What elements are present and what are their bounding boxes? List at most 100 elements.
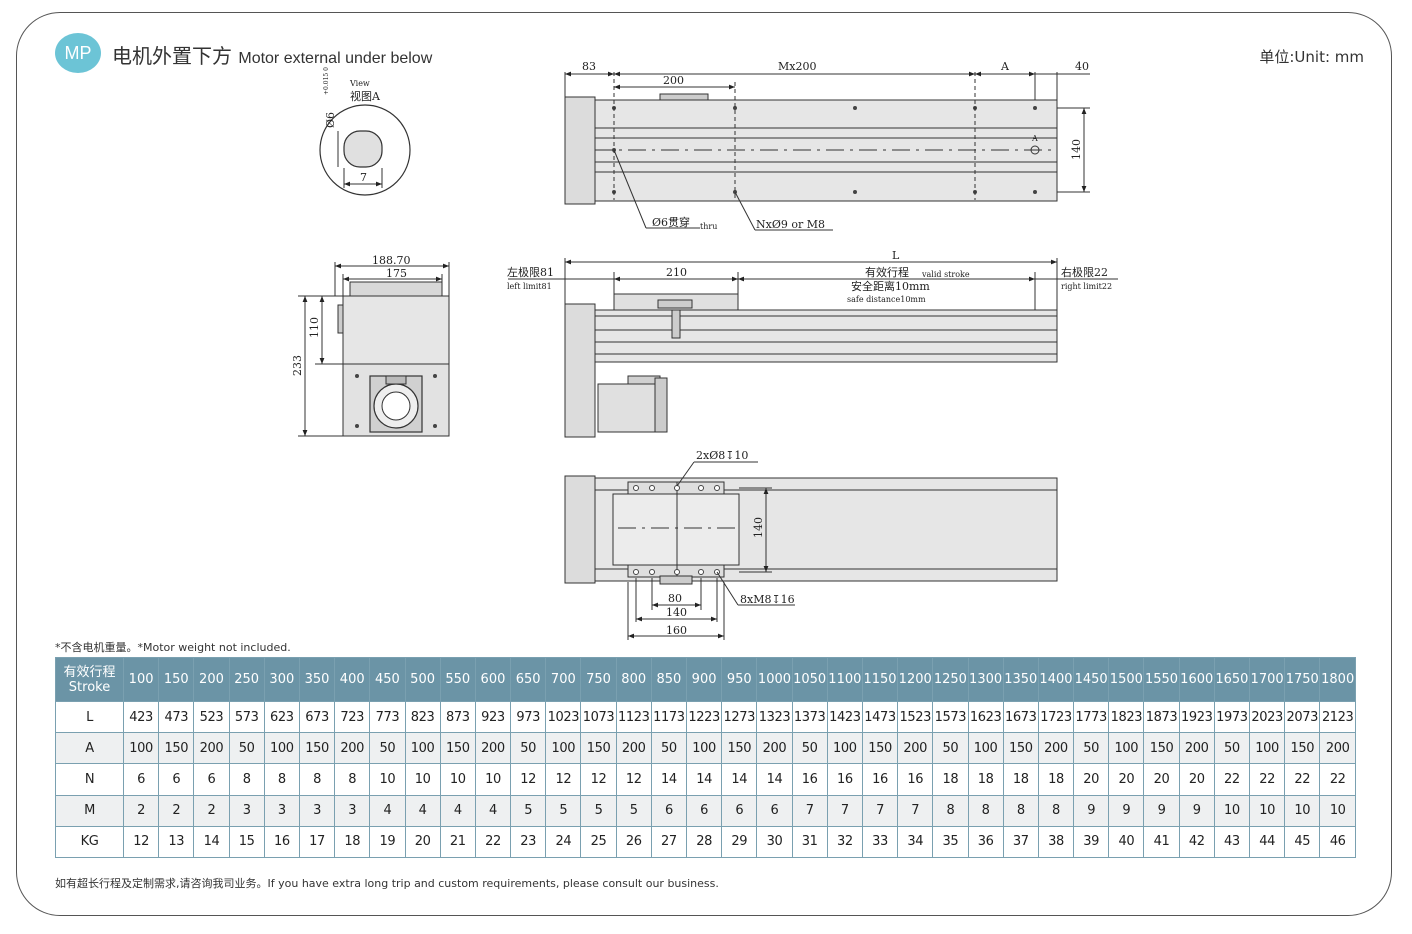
unit-label: 单位:Unit: mm [1259,48,1364,66]
table-cell: 1323 [756,700,793,734]
dim-233: 233 [291,355,304,376]
end-view [298,262,450,437]
table-cell: 23 [510,825,547,859]
side-view [508,258,1118,438]
table-cell: 43 [1213,825,1251,859]
table-cell: 2123 [1319,700,1356,734]
table-cell: 12 [545,763,582,796]
table-cell: 573 [228,700,265,734]
table-cell: 22 [1284,763,1321,796]
table-cell: 20 [1178,763,1215,796]
table-cell: 1973 [1213,700,1251,734]
table-cell: 14 [685,763,723,796]
table-cell: 200 [897,732,934,765]
dim-a: A [1000,60,1010,73]
table-cell: 6 [721,794,758,827]
table-cell: 46 [1319,825,1356,859]
right-limit-cn: 右极限22 [1061,265,1108,279]
table-cell: 14 [193,825,230,859]
stroke-header-cell: 750 [580,657,617,702]
table-cell: 100 [1108,732,1145,765]
table-cell: 50 [650,732,688,765]
table-cell: 42 [1178,825,1215,859]
table-cell: 923 [474,700,512,734]
dim-l: L [892,249,900,262]
table-cell: 50 [1213,732,1251,765]
stroke-header-cell: 1500 [1108,657,1145,702]
top-view [564,71,1090,231]
table-cell: 33 [861,825,899,859]
dim-83: 83 [582,60,596,73]
table-cell: 36 [967,825,1004,859]
table-cell: 22 [1213,763,1251,796]
table-cell: 150 [580,732,617,765]
stroke-header-cell: 850 [650,657,688,702]
table-cell: 3 [334,794,371,827]
page-frame [16,12,1392,916]
table-cell: 1773 [1073,700,1110,734]
technical-drawing: View 视图A Ø6 +0.015 0 7 83 200 Mx200 A 40… [291,60,1118,640]
stroke-header-cell: 1300 [967,657,1004,702]
table-cell: 3 [298,794,336,827]
stroke-header-cell: 1250 [932,657,969,702]
table-cell: 423 [122,700,160,734]
dim-140-carriage: 140 [752,517,765,538]
table-cell: 6 [193,763,230,796]
view-a-tol: +0.015 0 [323,67,330,95]
table-cell: 473 [158,700,195,734]
table-cell: 1523 [897,700,934,734]
dim-40: 40 [1075,60,1089,73]
table-cell: 20 [1108,763,1145,796]
stroke-header-cell: 700 [545,657,582,702]
table-cell: 4 [404,794,441,827]
dim-160: 160 [666,624,687,637]
table-cell: 9 [1108,794,1145,827]
table-cell: 8 [932,794,969,827]
table-cell: 12 [580,763,617,796]
table-cell: 8 [298,763,336,796]
table-cell: 28 [685,825,723,859]
table-cell: 10 [1284,794,1321,827]
table-cell: 7 [861,794,899,827]
safe-en: safe distance10mm [847,295,926,304]
stroke-header-cell: 1050 [791,657,828,702]
table-cell: 200 [193,732,230,765]
stroke-en: valid stroke [921,270,970,279]
table-cell: 150 [298,732,336,765]
table-cell: 1673 [1002,700,1039,734]
table-cell: 6 [122,763,160,796]
left-limit-en: left limit81 [507,282,552,291]
table-cell: 7 [826,794,863,827]
table-cell: 40 [1108,825,1145,859]
table-cell: 41 [1143,825,1180,859]
table-cell: 1723 [1037,700,1075,734]
stroke-header-cell: 1800 [1319,657,1356,702]
stroke-header-cell: 300 [263,657,300,702]
stroke-header-cell: 1350 [1002,657,1039,702]
table-cell: 50 [791,732,828,765]
table-cell: 7 [791,794,828,827]
stroke-header-cell: 600 [474,657,512,702]
table-cell: 5 [615,794,652,827]
table-cell: 18 [967,763,1004,796]
table-cell: 723 [334,700,371,734]
view-a-width: 7 [360,171,367,184]
table-cell: 16 [791,763,828,796]
table-cell: 18 [932,763,969,796]
table-cell: 150 [861,732,899,765]
series-badge: MP [55,33,101,73]
table-cell: 200 [1178,732,1215,765]
hole-sub: thru [700,222,717,231]
right-limit-en: right limit22 [1061,282,1112,291]
table-cell: 100 [545,732,582,765]
table-cell: 100 [1248,732,1286,765]
table-cell: 18 [334,825,371,859]
table-cell: 1373 [791,700,828,734]
nx-label: NxØ9 or M8 [756,218,825,231]
table-cell: 10 [439,763,476,796]
table-cell: 8 [263,763,300,796]
table-cell: 39 [1073,825,1110,859]
